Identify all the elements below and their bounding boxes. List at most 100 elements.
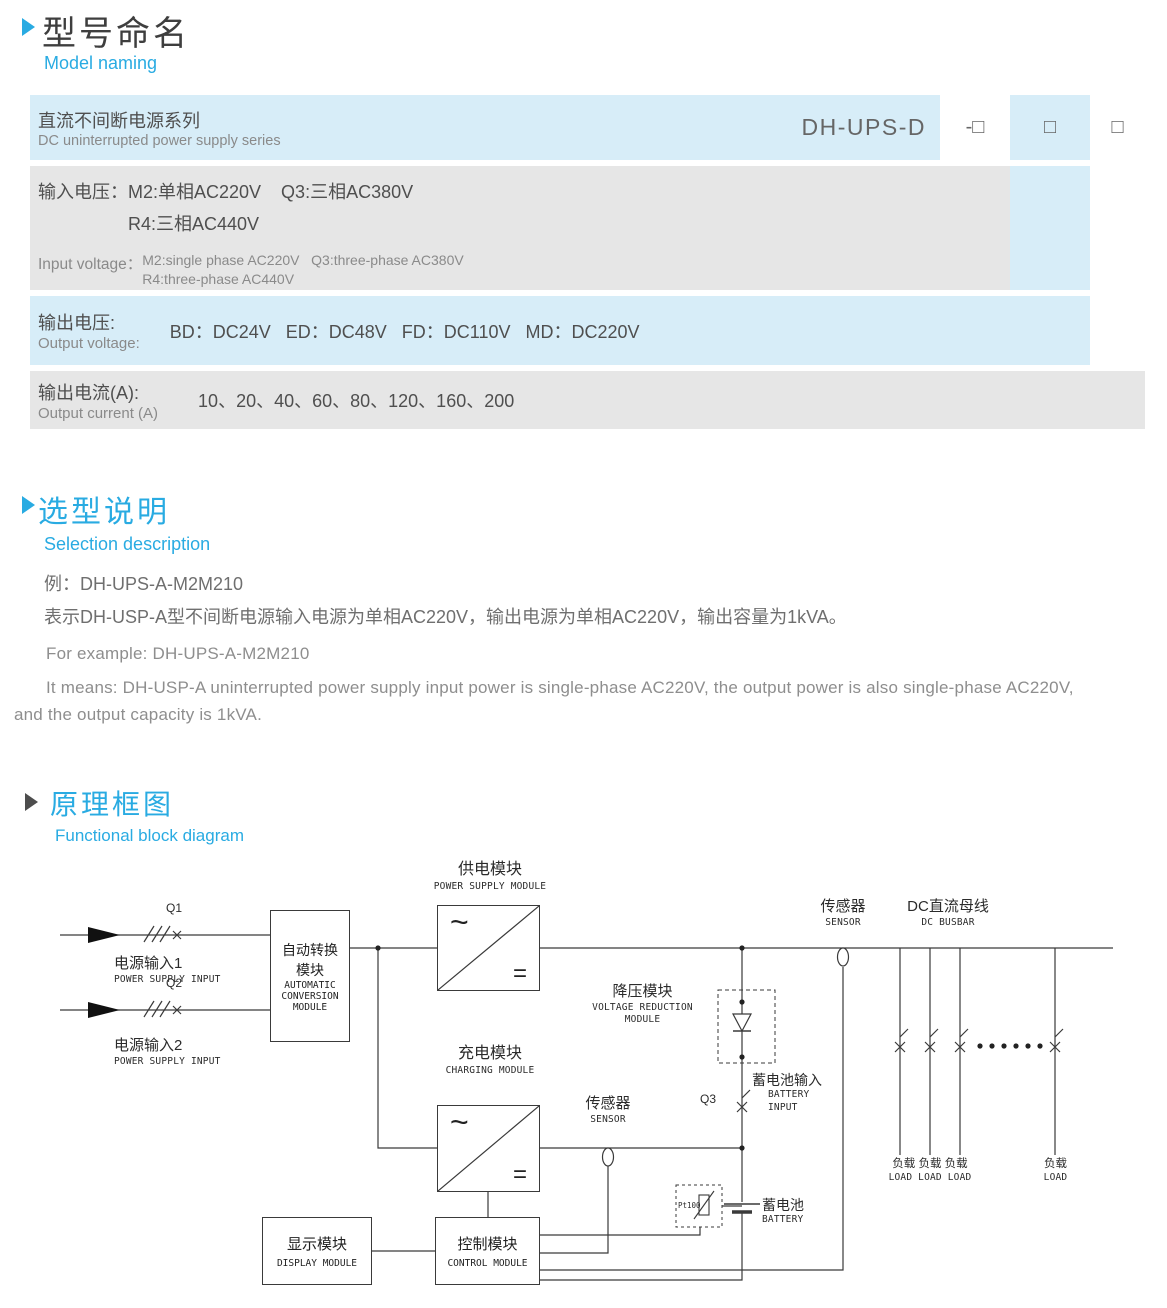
- output-current-value: 10、20、40、60、80、120、160、200: [198, 391, 515, 411]
- power-input2-zh: 电源输入2: [114, 1037, 183, 1054]
- power-input2-label: 电源输入2 POWER SUPPLY INPUT: [114, 1036, 221, 1068]
- input-voltage-en: Input voltage： M2:single phase AC220V Q3…: [38, 252, 1010, 287]
- control-module-box: 控制模块 CONTROL MODULE: [435, 1217, 540, 1285]
- selection-meaning-en-line2: and the output capacity is 1kVA.: [14, 705, 263, 724]
- load-label: 负载 LOAD: [1028, 1157, 1083, 1184]
- loads-label: 负载 负载 负载 LOAD LOAD LOAD: [872, 1157, 988, 1184]
- bus-sensor-en: SENSOR: [825, 916, 861, 928]
- bus-sensor-label: 传感器 SENSOR: [803, 897, 883, 929]
- input-arrow-icon: [88, 1002, 120, 1018]
- series-labels: 直流不间断电源系列 DC uninterrupted power supply …: [38, 107, 281, 149]
- voltage-reduction-box: [717, 989, 776, 1064]
- output-voltage-labels: 输出电压: Output voltage:: [38, 309, 140, 352]
- battery-input-en2: INPUT: [768, 1101, 798, 1113]
- code-box-2: □: [1010, 95, 1090, 160]
- charge-sensor-icon: [601, 1147, 615, 1167]
- charging-feed-line: [377, 948, 437, 1149]
- series-row: 直流不间断电源系列 DC uninterrupted power supply …: [30, 95, 940, 160]
- converter-diagonal: [438, 1106, 539, 1191]
- input-voltage-en-line2: R4:three-phase AC440V: [142, 271, 295, 287]
- load-breaker-icons: [894, 1028, 1064, 1053]
- input-breaker-1-icon: [143, 925, 182, 943]
- ellipsis-dots-icon: [977, 1043, 1043, 1049]
- battery-zh: 蓄电池: [762, 1197, 804, 1213]
- power-input1-label: 电源输入1 POWER SUPPLY INPUT: [114, 954, 221, 986]
- auto-conversion-en2: CONVERSION: [281, 990, 339, 1002]
- input-breaker-2-icon: [143, 1000, 182, 1018]
- pt100-signal-line: [540, 1227, 701, 1236]
- output-voltage-label-en: Output voltage:: [38, 335, 140, 352]
- input-voltage-en-line1: M2:single phase AC220V Q3:three-phase AC…: [142, 252, 464, 268]
- battery-label: 蓄电池 BATTERY: [762, 1196, 804, 1227]
- pt100-box: [675, 1184, 723, 1228]
- bus-sensor-signal-line: [540, 967, 844, 1271]
- auto-conversion-en1: AUTOMATIC: [284, 979, 336, 991]
- dc-busbar-label: DC直流母线 DC BUSBAR: [888, 897, 1008, 929]
- input-voltage-zh-line1: M2:单相AC220V Q3:三相AC380V: [128, 182, 414, 202]
- thermistor-icon: [693, 1190, 715, 1220]
- voltage-reduction-en1: VOLTAGE REDUCTION: [592, 1001, 693, 1013]
- selection-example-zh: 例：DH-UPS-A-M2M210: [44, 574, 244, 594]
- input-arrow-icon: [88, 927, 120, 943]
- selection-meaning-en-line1: It means: DH-USP-A uninterrupted power s…: [46, 678, 1074, 697]
- display-module-en: DISPLAY MODULE: [276, 1258, 358, 1269]
- charge-sensor-label: 传感器 SENSOR: [570, 1094, 646, 1126]
- power-input2-en: POWER SUPPLY INPUT: [114, 1055, 221, 1067]
- auto-conversion-module-box: 自动转换 模块 AUTOMATIC CONVERSION MODULE: [270, 910, 350, 1042]
- section-arrow-icon: [22, 18, 35, 36]
- dc-symbol: =: [512, 1161, 527, 1188]
- auto-conversion-zh2: 模块: [296, 961, 324, 978]
- diagram-title-zh: 原理框图: [50, 789, 175, 820]
- power-input1-en: POWER SUPPLY INPUT: [114, 973, 221, 985]
- code-column-band: [1010, 166, 1090, 290]
- power-supply-module-en: POWER SUPPLY MODULE: [433, 880, 547, 892]
- control-module-zh: 控制模块: [457, 1236, 518, 1253]
- output-current-label-zh: 输出电流(A):: [38, 382, 139, 403]
- ac-symbol: ~: [450, 1104, 469, 1140]
- charge-sensor-zh: 传感器: [585, 1095, 631, 1112]
- input-voltage-zh-line2: R4:三相AC440V: [128, 214, 260, 234]
- section-arrow-icon: [22, 496, 35, 514]
- selection-example-en: For example: DH-UPS-A-M2M210: [46, 644, 310, 663]
- input-voltage-row: 输入电压： M2:单相AC220V Q3:三相AC380V R4:三相AC440…: [30, 166, 1010, 290]
- functional-block-diagram: 自动转换 模块 AUTOMATIC CONVERSION MODULE ~ = …: [0, 855, 1167, 1308]
- diagram-title-en: Functional block diagram: [55, 826, 244, 845]
- bus-sensor-zh: 传感器: [820, 898, 866, 915]
- battery-input-zh: 蓄电池输入: [752, 1072, 822, 1088]
- diode-icon: [732, 1013, 752, 1033]
- charging-module-en: CHARGING MODULE: [445, 1064, 535, 1076]
- series-label-zh: 直流不间断电源系列: [38, 110, 200, 131]
- bus-sensor-icon: [836, 947, 850, 967]
- battery-input-label: 蓄电池输入 BATTERY INPUT: [752, 1071, 822, 1114]
- output-voltage-row: 输出电压: Output voltage: BD：DC24V ED：DC48V …: [30, 296, 1090, 365]
- output-voltage-value: BD：DC24V ED：DC48V FD：DC110V MD：DC220V: [169, 321, 640, 342]
- selection-title-zh: 选型说明: [38, 496, 170, 529]
- input-voltage-zh: 输入电压： M2:单相AC220V Q3:三相AC380V R4:三相AC440…: [38, 178, 1010, 236]
- diagram-wiring: [60, 925, 1113, 1281]
- q3-label: Q3: [700, 1092, 717, 1106]
- charging-module-zh: 充电模块: [457, 1045, 522, 1062]
- selection-title-en: Selection description: [44, 534, 211, 554]
- charging-module-box: ~ =: [437, 1105, 540, 1192]
- voltage-reduction-en2: MODULE: [624, 1013, 661, 1025]
- battery-input-en1: BATTERY: [768, 1089, 810, 1101]
- output-current-labels: 输出电流(A): Output current (A): [38, 379, 158, 422]
- power-supply-module-zh: 供电模块: [457, 861, 522, 878]
- control-module-en: CONTROL MODULE: [447, 1258, 528, 1269]
- code-box-1: -□: [965, 116, 985, 138]
- model-naming-table: 直流不间断电源系列 DC uninterrupted power supply …: [30, 95, 1145, 429]
- code-box-3: □: [1111, 116, 1124, 138]
- power-supply-module-label: 供电模块 POWER SUPPLY MODULE: [405, 860, 575, 893]
- display-module-box: 显示模块 DISPLAY MODULE: [262, 1217, 372, 1285]
- input-voltage-label-en: Input voltage：: [38, 256, 143, 273]
- voltage-reduction-zh: 降压模块: [612, 983, 673, 1000]
- q1-label: Q1: [166, 901, 183, 915]
- q3-breaker-icon: [736, 1089, 751, 1113]
- model-naming-title-zh: 型号命名: [42, 15, 190, 53]
- converter-diagonal: [438, 906, 539, 990]
- charge-sensor-en: SENSOR: [590, 1113, 626, 1125]
- dc-busbar-zh: DC直流母线: [907, 898, 989, 915]
- junction-dots: [375, 945, 745, 1151]
- power-input1-zh: 电源输入1: [114, 955, 183, 972]
